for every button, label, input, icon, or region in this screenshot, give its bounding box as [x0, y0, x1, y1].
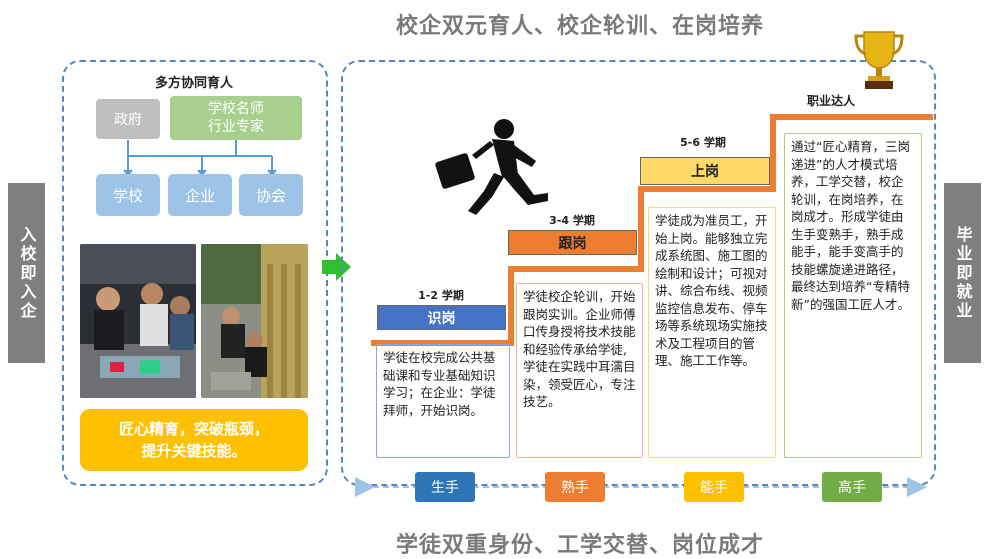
progression-panel: [341, 60, 936, 486]
experts-box: 学校名师 行业专家: [170, 96, 302, 140]
stage3-label: 上岗: [640, 157, 770, 185]
experts-line-1: 学校名师: [208, 101, 264, 117]
stage3-description: 学徒成为准员工，开始上岗。能够独立完成系统图、施工图的绘制和设计；可视对讲、综合…: [648, 207, 776, 458]
collaboration-heading: 多方协同育人: [154, 76, 233, 91]
stage1-description: 学徒在校完成公共基础课和专业基础知识学习；在企业：学徒拜师，开始识岗。: [376, 344, 510, 458]
connector-lines: [123, 140, 277, 177]
career-staircase: [371, 114, 933, 346]
slogan-line-2: 提升关键技能。: [141, 442, 247, 460]
stage2-description: 学徒校企轮训，开始跟岗实训。企业师傅口传身授将技术技能和经验传承给学徒,学徒在实…: [516, 283, 643, 458]
stage4-label: 职业达人: [806, 94, 855, 108]
stage4-description: 通过“匠心精育，三岗递进”的人才模式培养，工学交替，校企轮训，在岗培养，在岗成才…: [784, 133, 922, 458]
right-side-label: 毕业即就业: [953, 225, 973, 321]
top-title: 校企双元育人、校企轮训、在岗培养: [395, 14, 764, 39]
bottom-title: 学徒双重身份、工学交替、岗位成才: [395, 533, 764, 558]
association-box: 协会: [239, 174, 303, 216]
skill-slogan: 匠心精育，突破瓶颈， 提升关键技能。: [80, 409, 308, 471]
runner-icon: [435, 119, 548, 215]
left-side-label: 入校即入企: [17, 225, 37, 321]
slogan-line-1: 匠心精育，突破瓶颈，: [118, 420, 269, 438]
school-box: 学校: [96, 174, 160, 216]
phase-expert: 高手: [822, 472, 882, 502]
left-side-bar: 入校即入企: [8, 183, 45, 363]
stage1-semester: 1-2 学期: [418, 289, 464, 302]
enterprise-box: 企业: [168, 174, 232, 216]
stage1-label: 识岗: [377, 305, 506, 330]
trophy-icon: [854, 31, 904, 89]
right-side-bar: 毕业即就业: [944, 183, 981, 363]
green-arrow-icon: [322, 253, 351, 281]
training-photo-2: [201, 244, 308, 398]
phase-proficient: 能手: [684, 472, 744, 502]
training-photo-1: [80, 244, 196, 398]
phase-novice: 生手: [415, 472, 475, 502]
stage2-semester: 3-4 学期: [549, 214, 595, 227]
stage2-label: 跟岗: [508, 230, 637, 255]
experts-line-2: 行业专家: [208, 119, 264, 135]
government-box: 政府: [96, 99, 160, 139]
stage3-semester: 5-6 学期: [680, 136, 726, 149]
phase-skilled: 熟手: [545, 472, 605, 502]
